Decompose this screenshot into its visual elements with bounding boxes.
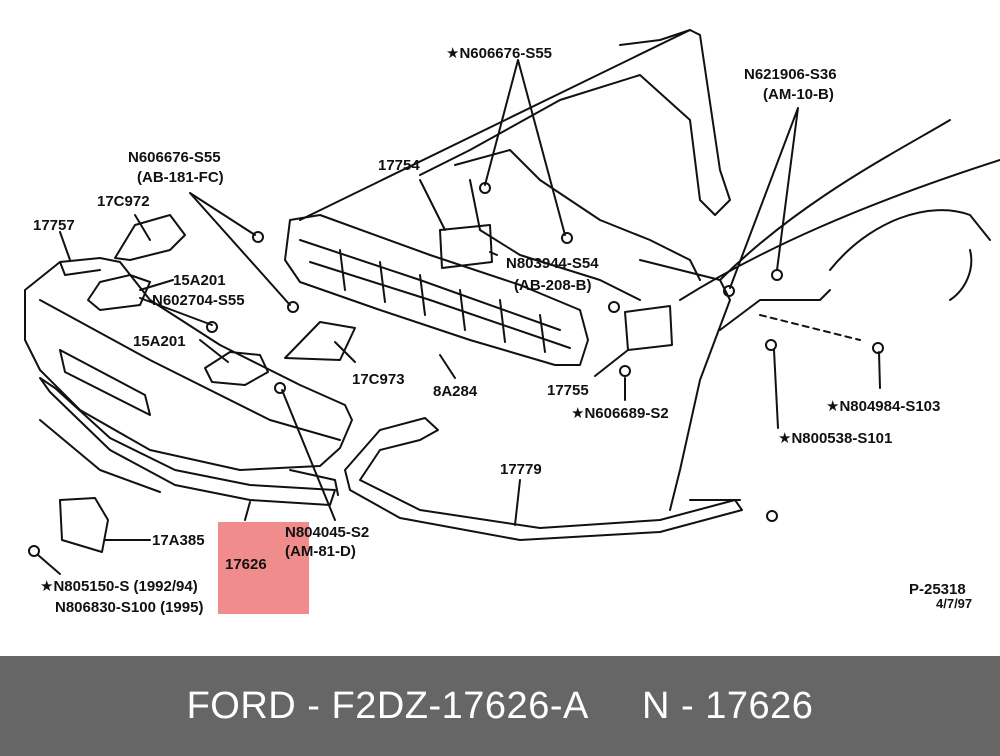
bumper-cover-17757	[24, 257, 353, 471]
label-n602704: N602704-S55	[152, 292, 245, 309]
label-17779: 17779	[500, 461, 542, 478]
reinforcement-8a284	[284, 214, 589, 366]
lamp-15a201-lower	[204, 351, 269, 386]
part-number-banner: FORD - F2DZ-17626-A N - 17626	[0, 656, 1000, 756]
label-date: 4/7/97	[936, 596, 972, 611]
fender-outline	[679, 119, 1000, 301]
label-ab181: (AB-181-FC)	[137, 169, 224, 186]
label-17754: 17754	[378, 157, 420, 174]
label-am10b: (AM-10-B)	[763, 86, 834, 103]
label-17a385: 17A385	[152, 532, 205, 549]
label-am81: (AM-81-D)	[285, 543, 356, 560]
label-17755: 17755	[547, 382, 589, 399]
bracket-17754	[439, 224, 493, 269]
label-n606676-left: N606676-S55	[128, 149, 221, 166]
label-17626: 17626	[225, 556, 267, 573]
lamp-15a201-upper	[87, 274, 151, 311]
label-n806830: N806830-S100 (1995)	[55, 599, 203, 616]
bracket-17c972	[114, 214, 186, 261]
shield-17779	[344, 417, 743, 541]
hood-edge	[619, 29, 691, 46]
label-8a284: 8A284	[433, 383, 478, 400]
valance-17626	[39, 377, 336, 506]
label-15a201-lower: 15A201	[133, 333, 186, 350]
highlight-17626	[218, 522, 309, 614]
bracket-17a385	[59, 497, 109, 553]
label-n800538: ★N800538-S101	[778, 430, 892, 447]
radiator-support	[454, 149, 701, 301]
label-n606689: ★N606689-S2	[571, 405, 669, 422]
label-n803944: N803944-S54	[506, 255, 599, 272]
label-n606676-top: ★N606676-S55	[446, 45, 552, 62]
parts-diagram: ★N606676-S55 N621906-S36 (AM-10-B) N6066…	[24, 29, 1000, 616]
label-n804045: N804045-S2	[285, 524, 369, 541]
label-17757: 17757	[33, 217, 75, 234]
label-n621906: N621906-S36	[744, 66, 837, 83]
label-ref: P-25318	[909, 581, 966, 598]
wheel-arch	[829, 209, 991, 301]
fender-panel	[639, 259, 831, 511]
label-n804984: ★N804984-S103	[826, 398, 940, 415]
label-ab208: (AB-208-B)	[514, 277, 592, 294]
part-number-text: FORD - F2DZ-17626-A N - 17626	[186, 684, 814, 727]
label-17c972: 17C972	[97, 193, 150, 210]
label-n805150: ★N805150-S (1992/94)	[40, 578, 198, 595]
bracket-17755	[624, 305, 673, 351]
hood-outline	[299, 29, 731, 221]
bracket-17c973	[284, 321, 356, 361]
label-15a201-upper: 15A201	[173, 272, 226, 289]
label-17c973: 17C973	[352, 371, 405, 388]
